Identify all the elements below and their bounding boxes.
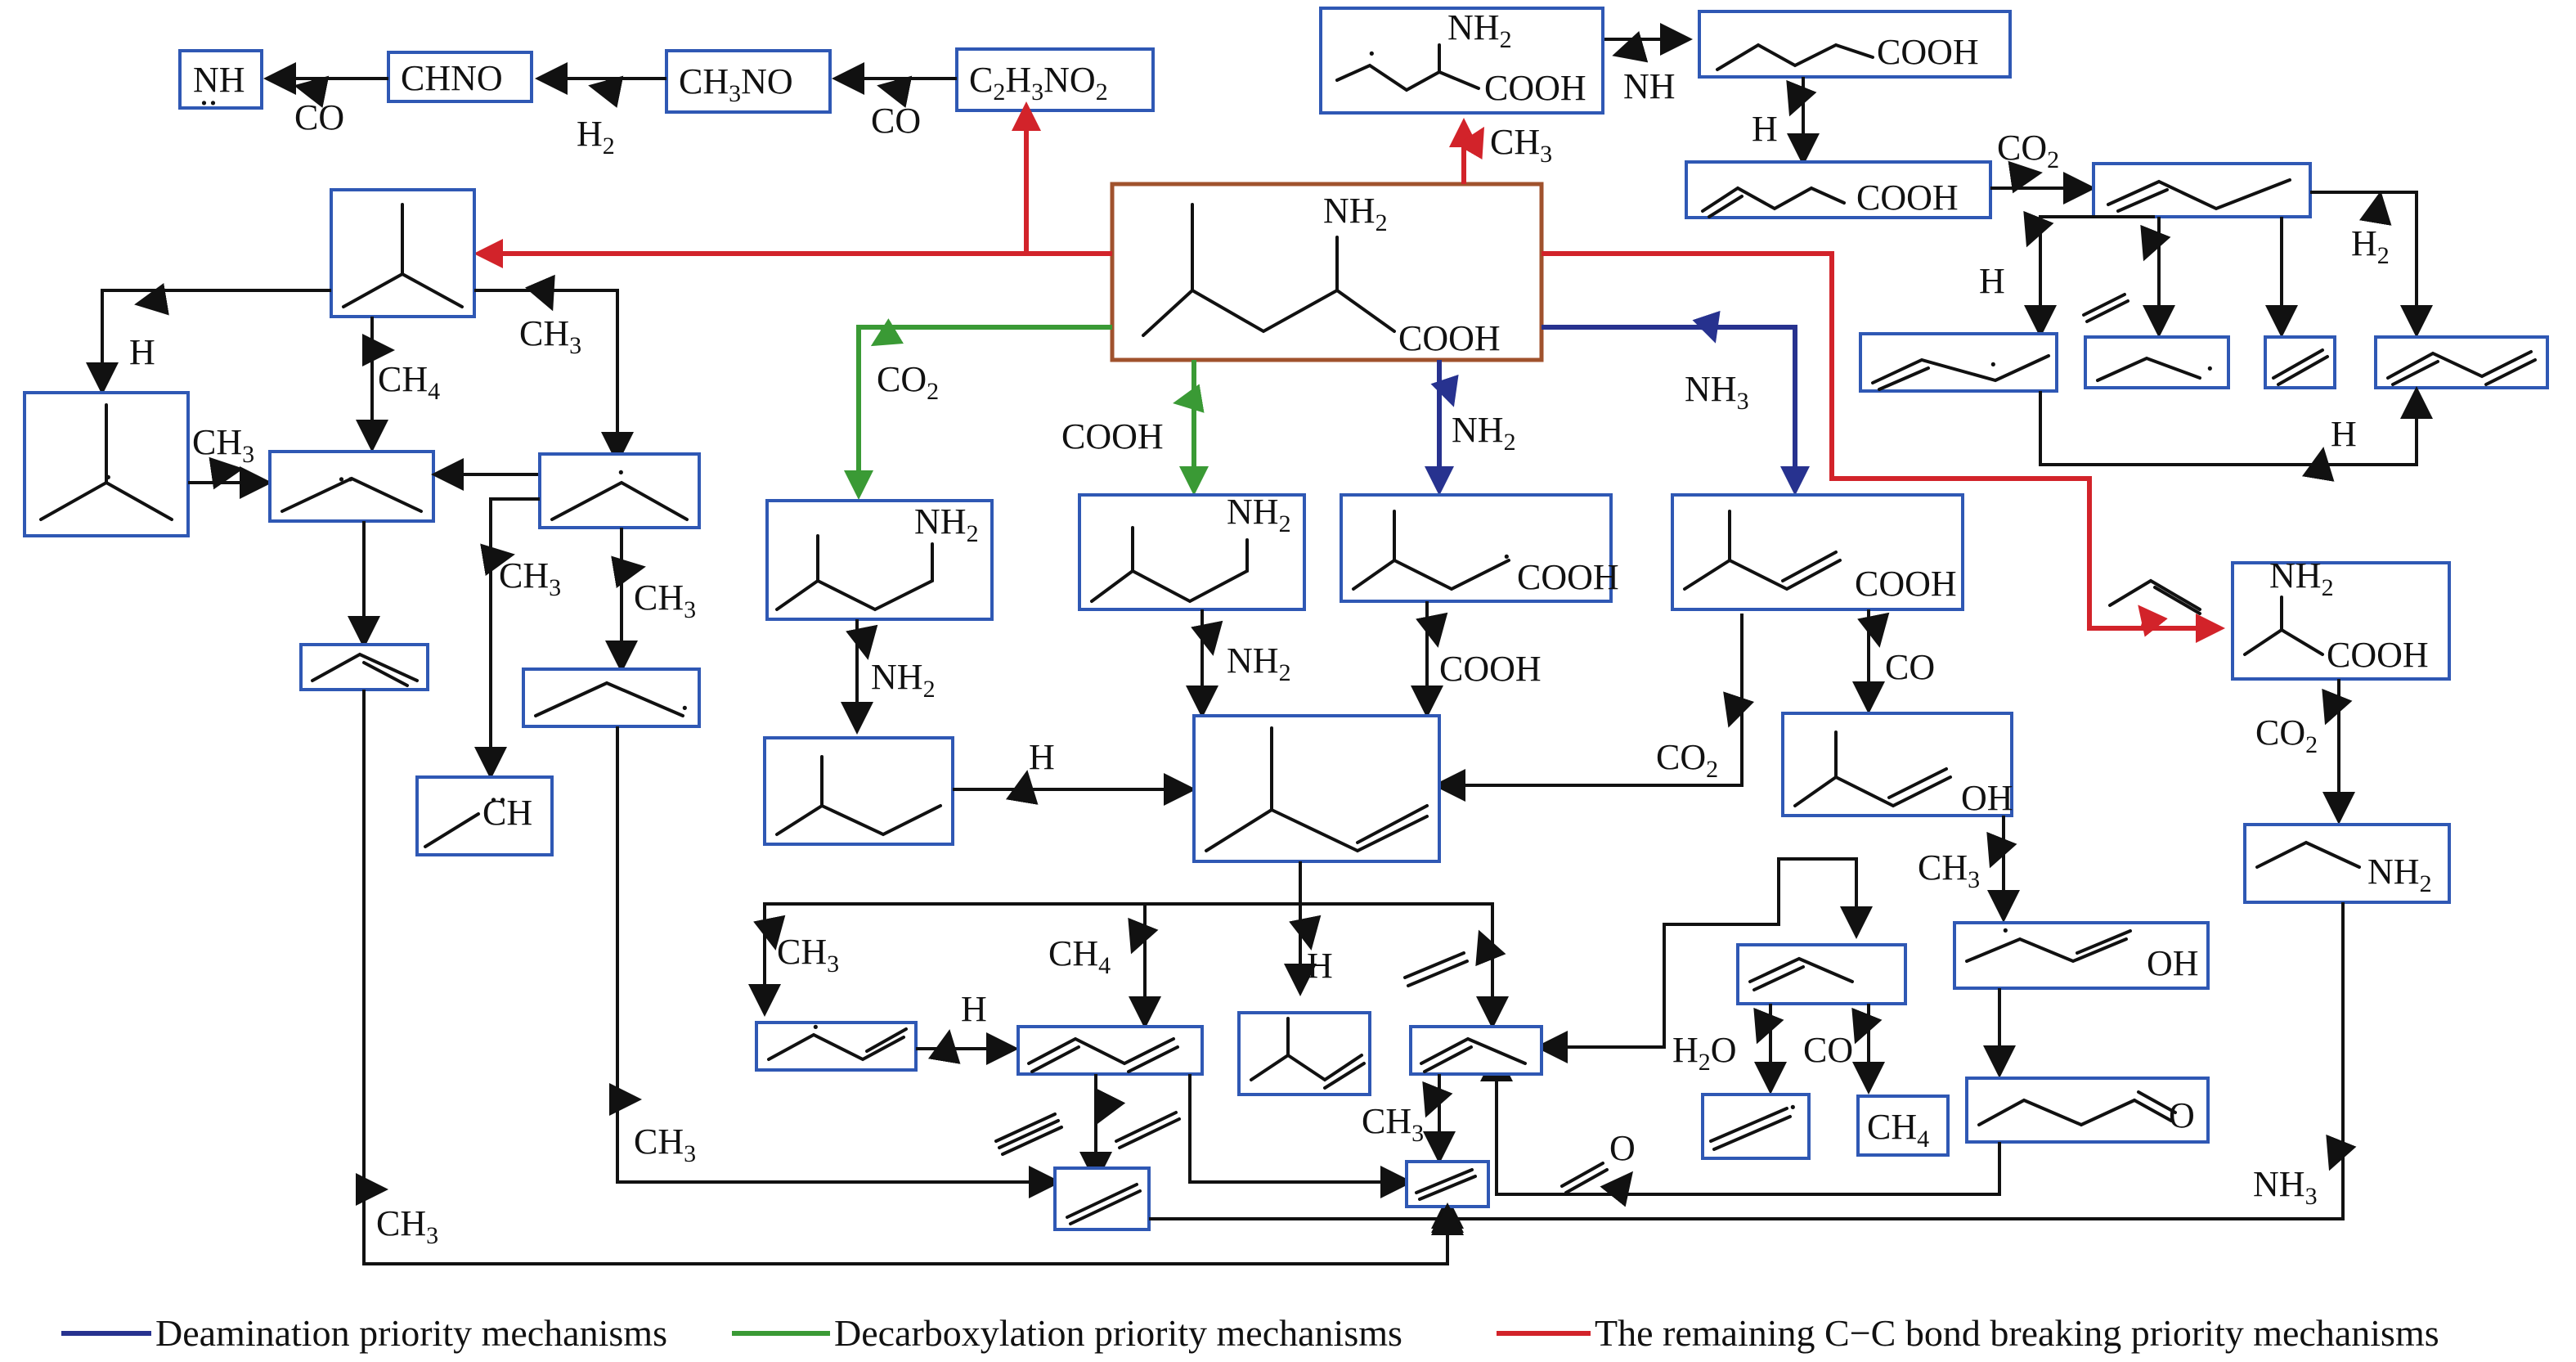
svg-text:·: · <box>1987 344 1999 384</box>
co2-byproduct-green: CO2 <box>877 359 939 405</box>
svg-text:OH: OH <box>1961 778 2013 818</box>
ch3-byproduct-bottom-left: CH3 <box>376 1203 438 1249</box>
svg-text:·: · <box>1501 537 1513 577</box>
enol-chain: OH CH3 · OH O O H2O CO · <box>1480 712 2210 1207</box>
deamination-paths: NH2 NH3 · COOH COOH COOH CO2 CO <box>1340 310 1964 802</box>
ch3-byproduct-bottom-2: CH3 <box>1362 1101 1424 1147</box>
svg-text:COOH: COOH <box>1855 564 1957 604</box>
h-byproduct-3: H <box>2331 414 2357 454</box>
co-byproduct-1: CO <box>871 101 921 141</box>
leucine-nh2: NH2 <box>1323 191 1388 236</box>
ch4-byproduct-left: CH4 <box>378 359 440 405</box>
ch4-product: CH4 <box>1867 1107 1929 1153</box>
leucine-main-box: NH2 COOH <box>1110 182 1544 362</box>
ch3-byproduct-bottom-mid: CH3 <box>634 1122 696 1167</box>
svg-text:·: · <box>1366 34 1378 74</box>
svg-text:..: .. <box>489 770 507 810</box>
cooh-byproduct-blue: COOH <box>1439 649 1542 689</box>
nh2-byproduct-1: NH2 <box>871 657 936 703</box>
svg-text:·: · <box>679 688 691 728</box>
top-left-chain: NH .. CHNO CH3NO C2H3NO2 CO H2 CO <box>178 47 1155 160</box>
svg-text:·: · <box>810 1007 822 1047</box>
h-byproduct-bottom: H <box>1307 946 1333 986</box>
h-byproduct-bottom-2: H <box>961 989 987 1029</box>
center-product <box>1192 714 1441 863</box>
legend-deamination-label: Deamination priority mechanisms <box>155 1312 667 1354</box>
nh3-byproduct-blue: NH3 <box>1685 369 1749 415</box>
ch3-byproduct-left-2: CH3 <box>192 422 254 468</box>
svg-text:COOH: COOH <box>2327 635 2429 675</box>
aa-cooh: COOH <box>1484 68 1586 108</box>
aa-nh2: NH2 <box>1447 7 1512 53</box>
svg-text:·: · <box>1787 1087 1799 1127</box>
svg-text:·: · <box>102 457 114 497</box>
ch3no-label: CH3NO <box>679 61 793 107</box>
legend: Deamination priority mechanisms Decarbox… <box>61 1312 2439 1354</box>
svg-text:·: · <box>1999 910 2012 951</box>
ch3-byproduct-top: CH3 <box>1490 122 1552 168</box>
nh-box <box>178 49 263 110</box>
decarboxylation-paths: CO2 COOH NH2 NH2 NH2 NH2 H <box>763 318 1306 846</box>
co2-byproduct-right: CO2 <box>2255 712 2318 758</box>
svg-text:O: O <box>1609 1128 1636 1168</box>
svg-text:COOH: COOH <box>1517 557 1619 597</box>
ch3-byproduct-left-3: CH3 <box>499 555 561 601</box>
svg-text:·: · <box>615 452 627 492</box>
svg-text:OH: OH <box>2147 943 2199 983</box>
nh2-byproduct-2: NH2 <box>1227 641 1291 686</box>
co-byproduct-2: CO <box>294 97 344 137</box>
nh-label: NH <box>193 60 245 100</box>
cooh-byproduct-green: COOH <box>1061 416 1164 456</box>
c2h3no2-label: C2H3NO2 <box>969 60 1108 106</box>
ch3-byproduct-right: CH3 <box>1918 847 1980 893</box>
h-byproduct-mid: H <box>1029 737 1055 777</box>
bottom-cluster: CH3 CH4 H · H <box>748 861 1543 1235</box>
svg-text:COOH: COOH <box>1856 178 1959 218</box>
ch3no-box <box>665 49 832 114</box>
c2h3no2-box <box>955 47 1155 112</box>
legend-decarboxylation-label: Decarboxylation priority mechanisms <box>834 1312 1402 1354</box>
chno-box <box>387 51 533 103</box>
ch3-byproduct-bottom: CH3 <box>777 932 839 978</box>
left-branch: H CH4 CH3 · CH3 .. · CH3 CH3 <box>23 101 1464 1265</box>
co-byproduct-right: CO <box>1803 1030 1853 1070</box>
h2o-byproduct: H2O <box>1672 1030 1737 1076</box>
ch4-byproduct-bottom: CH4 <box>1048 933 1111 979</box>
ch3-byproduct-left: CH3 <box>519 313 581 359</box>
svg-text:NH2: NH2 <box>2269 555 2334 601</box>
nh-byproduct: NH <box>1623 66 1676 106</box>
nh2-byproduct-blue: NH2 <box>1452 410 1516 456</box>
co-byproduct-blue: CO <box>1885 647 1935 687</box>
h2-byproduct-2: H2 <box>2351 223 2390 269</box>
svg-text:NH2: NH2 <box>1227 492 1291 537</box>
leucine-cooh: COOH <box>1398 318 1501 358</box>
svg-text:NH2: NH2 <box>2367 852 2432 897</box>
ch3-byproduct-left-4: CH3 <box>634 578 696 623</box>
chno-label: CHNO <box>401 58 503 98</box>
svg-text:O: O <box>2169 1095 2195 1135</box>
co2-byproduct-top: CO2 <box>1997 128 2059 173</box>
h2-byproduct-1: H2 <box>577 114 615 160</box>
nh-dots: .. <box>200 73 218 113</box>
svg-text:·: · <box>2204 348 2216 389</box>
right-branch: NH2 COOH CO2 NH2 NH3 <box>1431 251 2451 1229</box>
h-byproduct-1: H <box>1752 109 1778 149</box>
h-byproduct-left: H <box>129 332 155 372</box>
legend-cc-label: The remaining C−C bond breaking priority… <box>1595 1312 2439 1354</box>
svg-text:..: .. <box>337 449 355 489</box>
svg-text:CH: CH <box>482 793 532 833</box>
h-byproduct-2: H <box>1979 261 2005 301</box>
svg-text:NH2: NH2 <box>914 501 979 547</box>
svg-text:COOH: COOH <box>1877 32 1979 72</box>
nh3-byproduct-right: NH3 <box>2253 1164 2318 1210</box>
top-center-branch: NH2 COOH · CH3 NH COOH H COOH CO2 H <box>1319 7 2549 482</box>
co2-byproduct-blue: CO2 <box>1656 737 1718 783</box>
